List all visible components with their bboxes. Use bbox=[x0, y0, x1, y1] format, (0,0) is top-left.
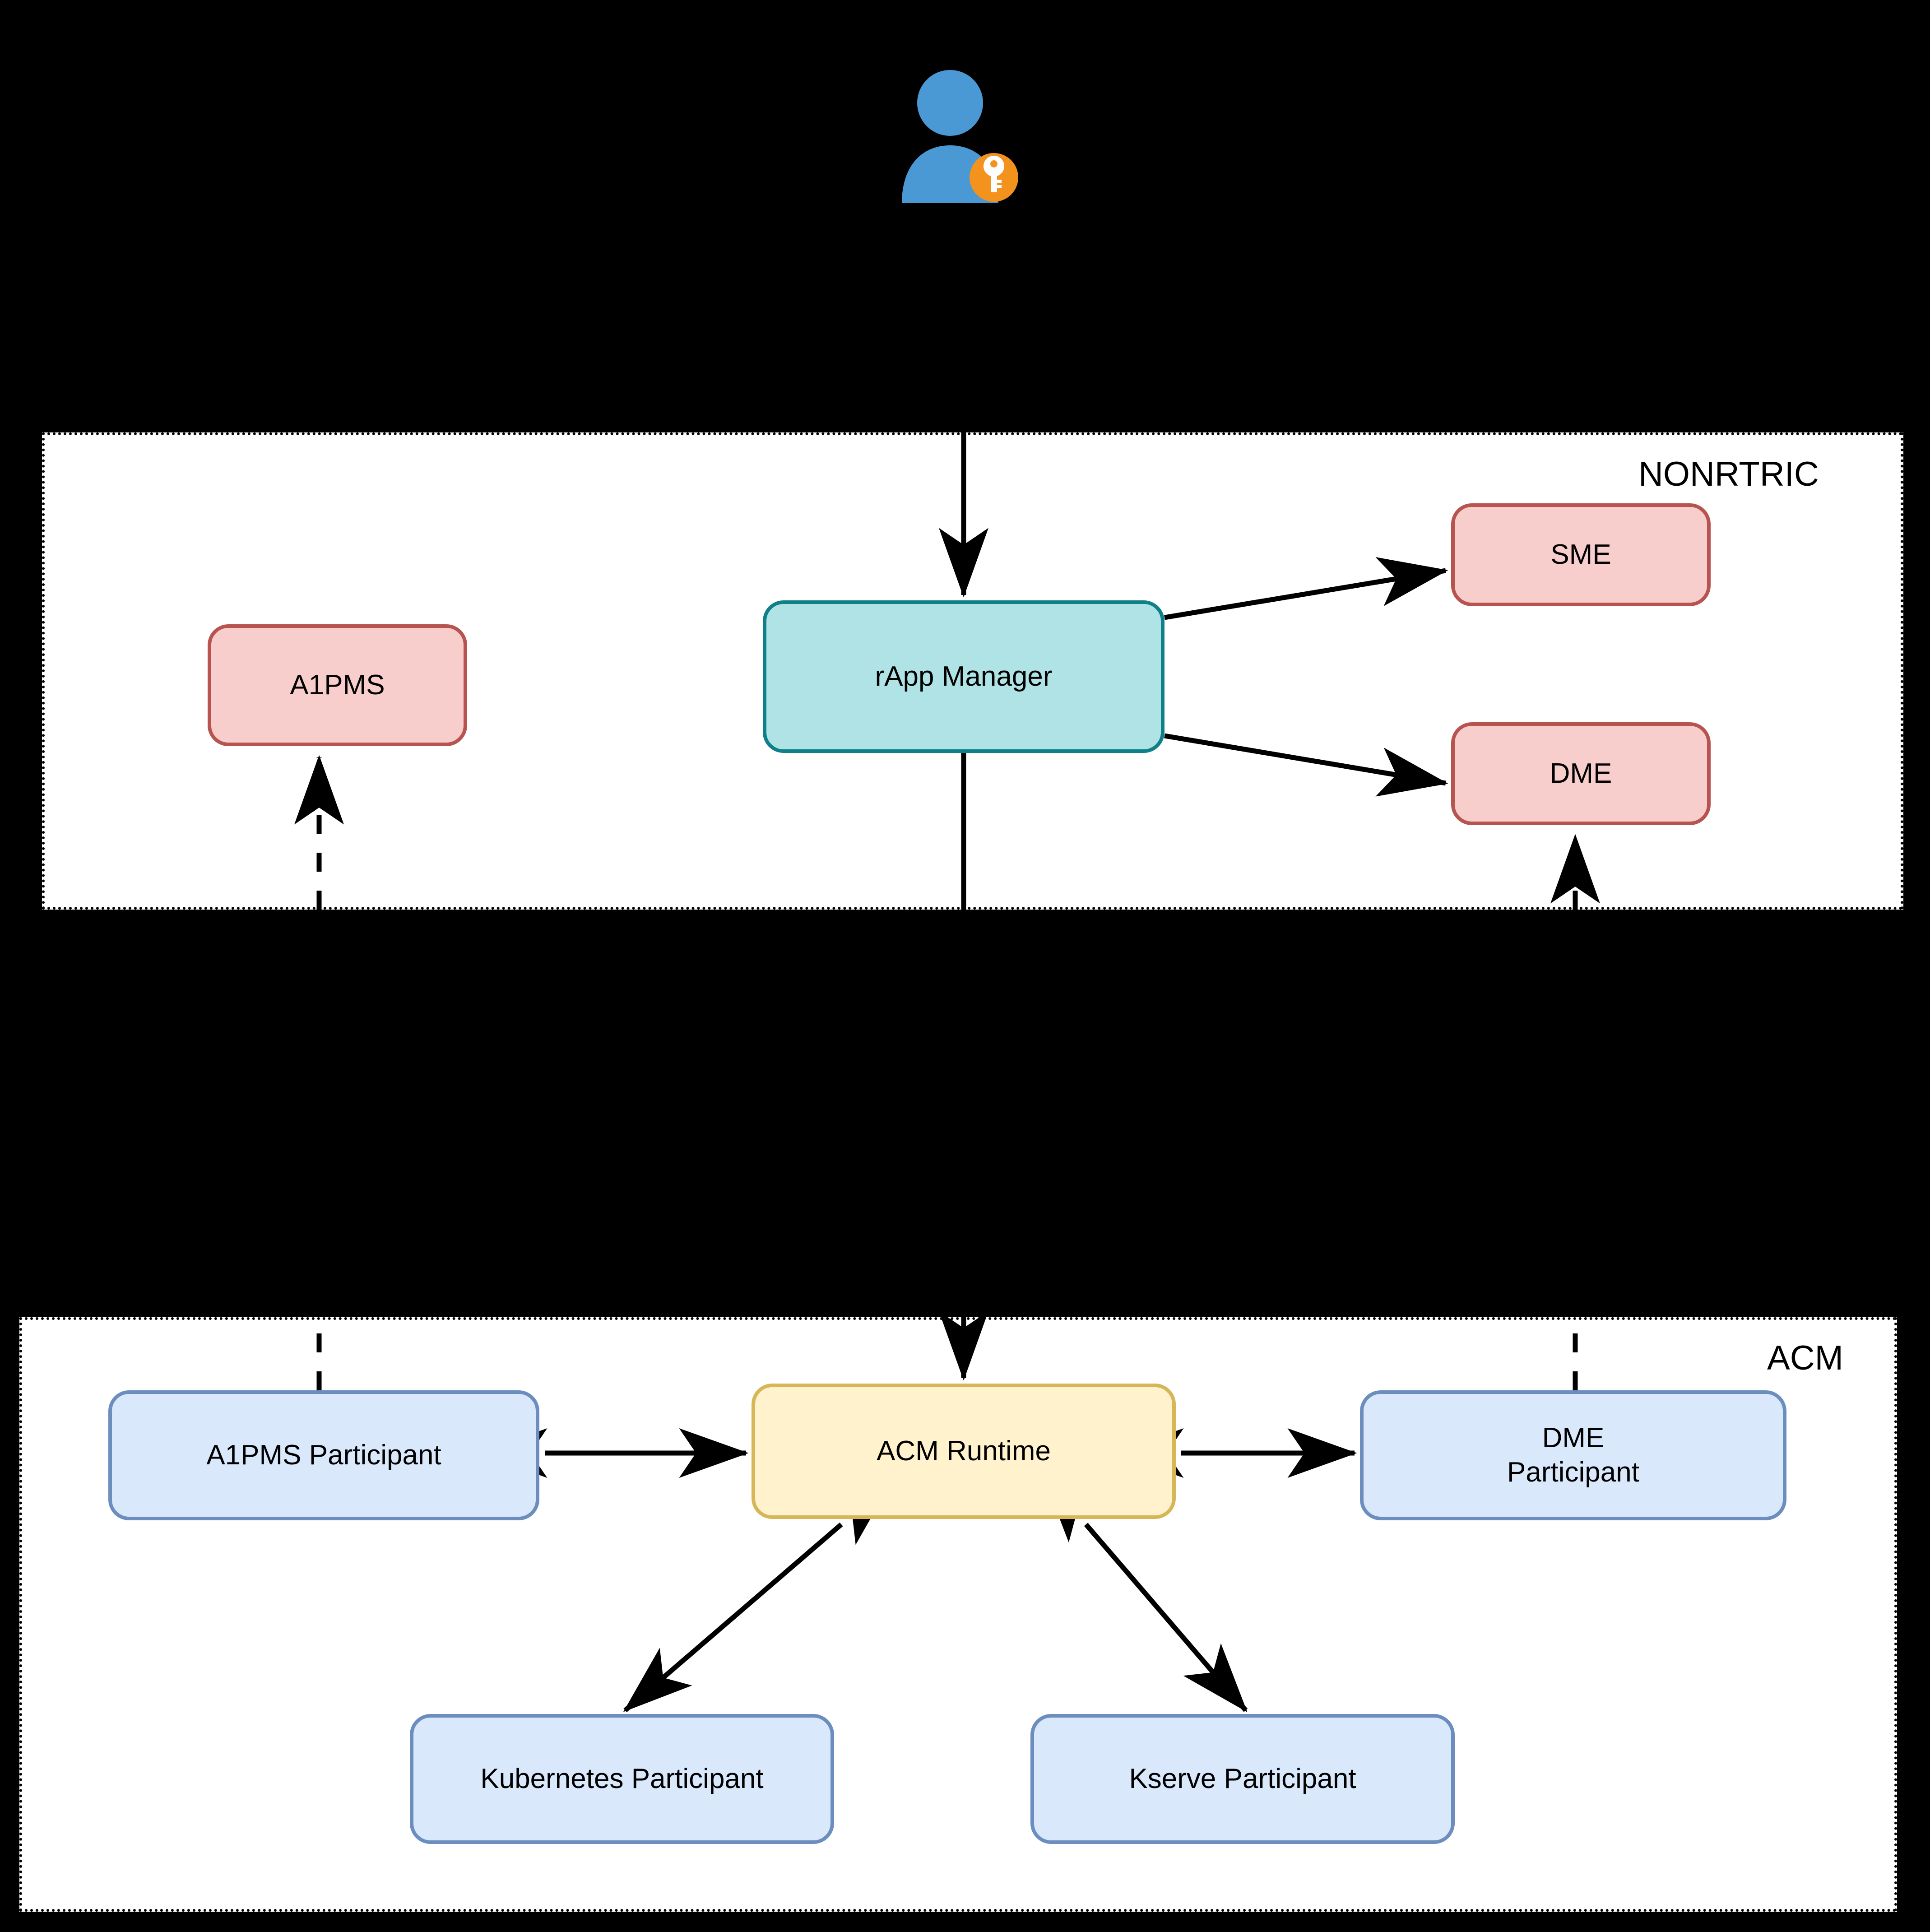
node-kubernetes-participant[interactable]: Kubernetes Participant bbox=[410, 1714, 834, 1844]
edge-acm-runtime-kserve-participant bbox=[1042, 1473, 1248, 1713]
key-icon bbox=[984, 156, 1004, 192]
node-dme-participant[interactable]: DME Participant bbox=[1360, 1390, 1786, 1520]
node-dme-participant-line1: DME bbox=[1542, 1422, 1605, 1454]
edge-rapp-manager-to-dme bbox=[1164, 733, 1448, 797]
actor-head bbox=[917, 70, 983, 136]
node-a1pms[interactable]: A1PMS bbox=[208, 624, 467, 746]
edge-acm-runtime-kubernetes-participant bbox=[623, 1481, 892, 1713]
node-dme[interactable]: DME bbox=[1451, 722, 1711, 825]
zone-label-acm: ACM bbox=[1767, 1339, 1843, 1377]
edge-rapp-manager-to-sme bbox=[1164, 557, 1448, 620]
node-dme-participant-line2: Participant bbox=[1507, 1457, 1639, 1488]
node-acm-runtime[interactable]: ACM Runtime bbox=[752, 1384, 1176, 1519]
zone-label-nonrtric: NONRTRIC bbox=[1638, 455, 1819, 493]
user-key-icon bbox=[885, 63, 1038, 212]
node-sme[interactable]: SME bbox=[1451, 503, 1711, 606]
node-a1pms-participant[interactable]: A1PMS Participant bbox=[108, 1390, 539, 1520]
node-rapp-manager[interactable]: rApp Manager bbox=[763, 600, 1164, 753]
node-kserve-participant[interactable]: Kserve Participant bbox=[1030, 1714, 1455, 1844]
